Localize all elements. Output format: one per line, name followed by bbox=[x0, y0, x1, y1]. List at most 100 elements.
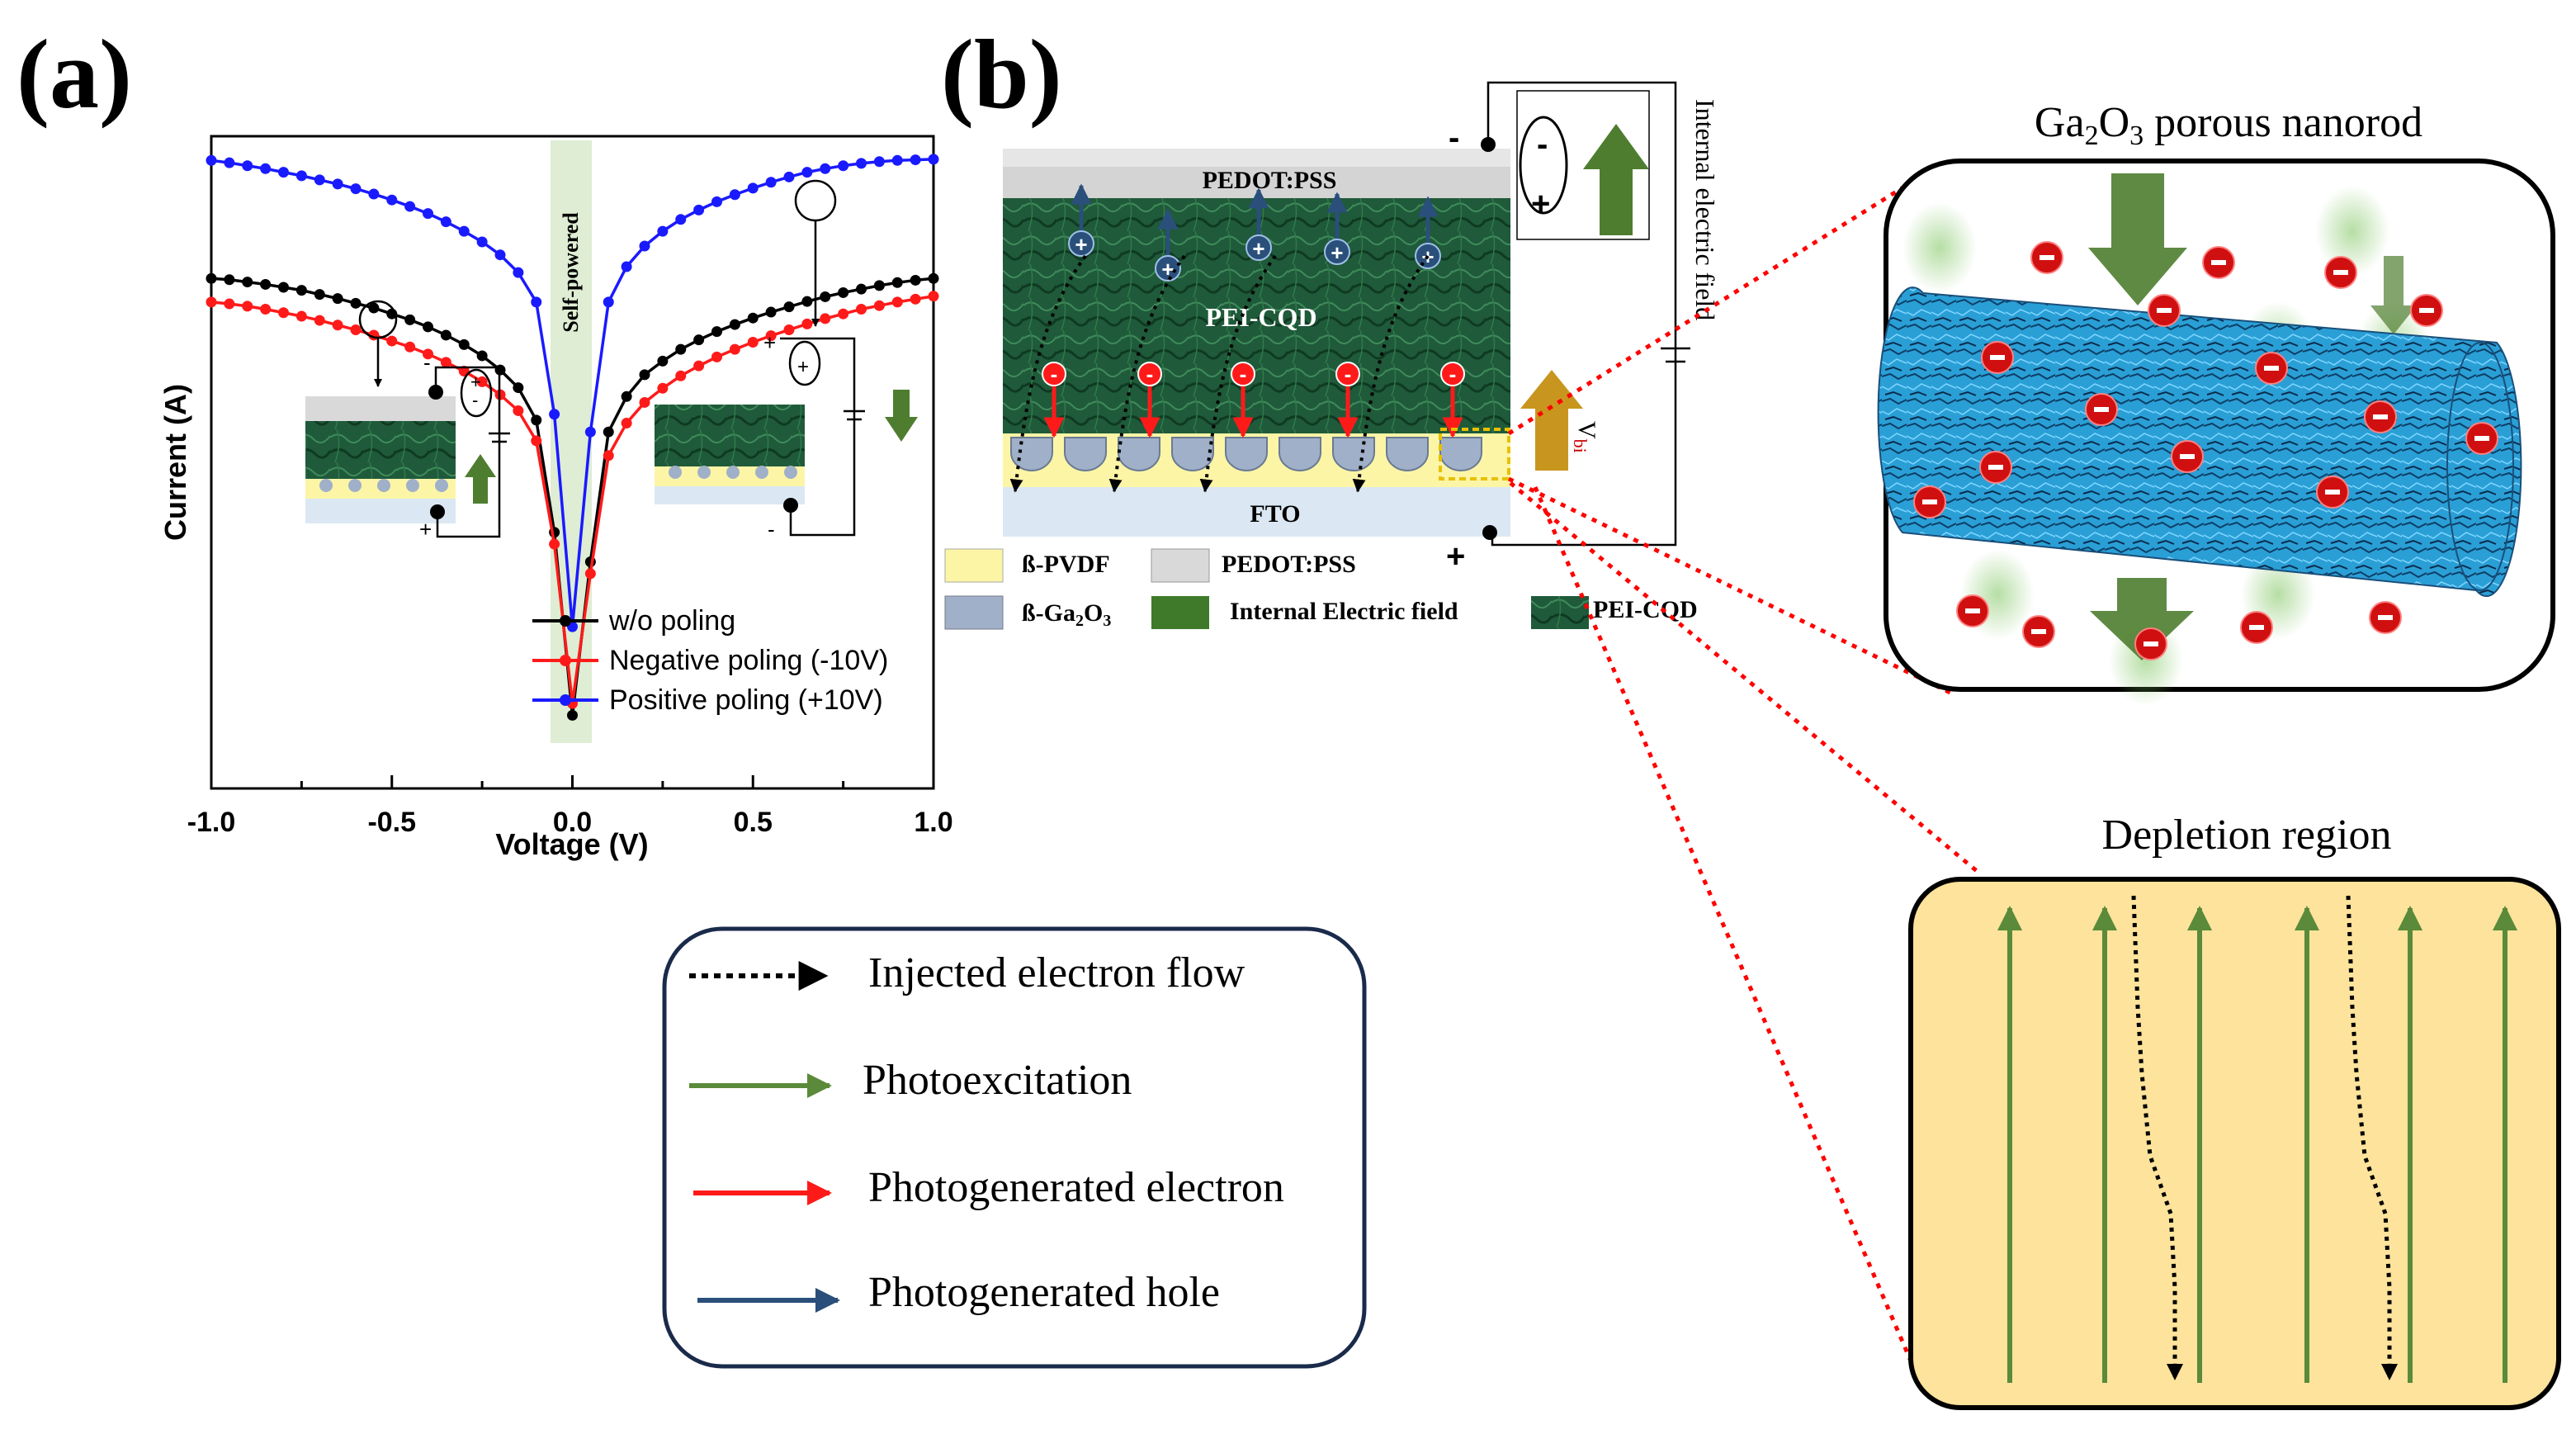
data-point bbox=[295, 170, 307, 182]
legend-marker bbox=[560, 615, 571, 627]
data-point bbox=[891, 277, 903, 288]
data-point bbox=[928, 272, 939, 284]
svg-text:Internal Electric field: Internal Electric field bbox=[1230, 598, 1458, 625]
data-point bbox=[603, 296, 614, 308]
injected-electron-paths bbox=[1009, 254, 1430, 493]
data-point bbox=[314, 289, 325, 301]
svg-text:-: - bbox=[423, 350, 431, 375]
data-point bbox=[368, 188, 380, 200]
injected-electron-path bbox=[2346, 895, 2398, 1380]
data-point bbox=[928, 154, 939, 165]
data-point bbox=[838, 308, 849, 320]
hole-icon bbox=[1068, 230, 1094, 257]
data-point bbox=[603, 450, 614, 462]
data-point bbox=[386, 335, 398, 347]
svg-text:PEI-CQD: PEI-CQD bbox=[1593, 596, 1698, 623]
svg-text:-: - bbox=[472, 390, 478, 410]
data-point bbox=[639, 396, 650, 408]
data-point bbox=[621, 417, 632, 428]
ga2o3-rod bbox=[1386, 437, 1429, 471]
data-point bbox=[404, 201, 416, 212]
data-point bbox=[891, 296, 903, 308]
depletion-box bbox=[1908, 877, 2561, 1410]
data-point bbox=[801, 167, 813, 178]
svg-text:+: + bbox=[1075, 232, 1087, 257]
data-point bbox=[675, 343, 687, 355]
data-point bbox=[332, 178, 343, 190]
series-lines bbox=[206, 154, 939, 721]
data-point bbox=[729, 319, 740, 330]
svg-text:-: - bbox=[1449, 362, 1457, 386]
svg-text:+: + bbox=[1446, 538, 1465, 575]
data-point bbox=[567, 709, 578, 721]
data-point bbox=[206, 272, 217, 284]
data-point bbox=[801, 318, 813, 329]
data-point bbox=[621, 261, 632, 272]
photoexcitation-arrow-in-icon bbox=[2088, 173, 2187, 305]
data-point bbox=[873, 280, 885, 291]
data-point bbox=[820, 313, 831, 324]
data-point bbox=[260, 303, 272, 315]
data-point bbox=[278, 307, 289, 319]
data-point bbox=[513, 267, 524, 278]
hole-icon bbox=[1324, 239, 1350, 265]
data-point bbox=[350, 183, 362, 195]
data-point bbox=[603, 426, 614, 438]
data-point bbox=[820, 163, 831, 174]
data-point bbox=[476, 236, 488, 248]
electron-icon bbox=[1042, 362, 1066, 386]
data-point bbox=[801, 296, 813, 307]
data-point bbox=[657, 225, 669, 237]
data-point bbox=[494, 249, 506, 261]
device-circuit: - + - + Internal electric field Vbi bbox=[1439, 81, 1720, 575]
data-point bbox=[639, 240, 650, 252]
data-point bbox=[657, 382, 669, 394]
data-point bbox=[820, 291, 831, 302]
data-point bbox=[476, 376, 488, 387]
legend-entry: Negative poling (-10V) bbox=[609, 645, 888, 676]
depletion-title: Depletion region bbox=[2102, 812, 2392, 859]
injected-electron-path bbox=[2131, 895, 2183, 1380]
ga2o3-rod bbox=[1225, 437, 1268, 471]
data-point bbox=[404, 314, 416, 325]
data-point bbox=[476, 350, 488, 362]
data-point bbox=[278, 282, 289, 293]
hole-icon bbox=[1245, 234, 1272, 261]
data-point bbox=[693, 334, 705, 346]
ga2o3-rod bbox=[1118, 437, 1160, 471]
data-point bbox=[729, 343, 740, 355]
svg-text:+: + bbox=[763, 330, 776, 355]
zoom-lines bbox=[1507, 175, 1978, 1371]
layer-pedot: PEDOT:PSS bbox=[1203, 167, 1337, 194]
data-point bbox=[747, 312, 759, 324]
data-point bbox=[423, 321, 433, 333]
svg-text:-: - bbox=[1240, 362, 1247, 386]
svg-text:+: + bbox=[1531, 186, 1550, 222]
data-point bbox=[838, 160, 849, 172]
data-point bbox=[584, 568, 596, 580]
electron-icon bbox=[1335, 362, 1360, 386]
data-point bbox=[711, 351, 722, 362]
svg-text:+: + bbox=[419, 517, 432, 542]
data-point bbox=[513, 382, 524, 394]
y-axis-label: Current (A) bbox=[158, 384, 192, 541]
ga2o3-rod bbox=[1439, 437, 1482, 471]
data-point bbox=[675, 214, 687, 225]
ga2o3-rod bbox=[1279, 437, 1321, 471]
data-point bbox=[856, 158, 867, 169]
data-point bbox=[783, 324, 795, 336]
legend-entry: Positive poling (+10V) bbox=[609, 684, 883, 716]
data-point bbox=[332, 320, 343, 331]
data-point bbox=[224, 274, 235, 286]
svg-text:-: - bbox=[1146, 362, 1154, 386]
arrow-legend-box: Injected electron flow Photoexcitation P… bbox=[662, 926, 1367, 1369]
data-point bbox=[224, 157, 235, 168]
data-point bbox=[386, 194, 398, 206]
data-point bbox=[314, 315, 325, 326]
data-point bbox=[729, 189, 740, 201]
data-point bbox=[242, 277, 253, 288]
field-up-arrow-icon bbox=[1583, 124, 1649, 235]
data-point bbox=[910, 154, 921, 166]
